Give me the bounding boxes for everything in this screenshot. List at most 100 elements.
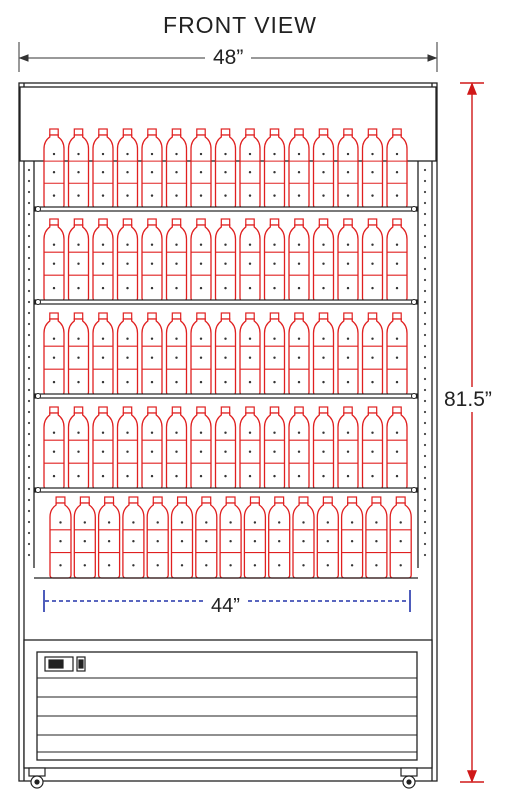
perforation-dot xyxy=(52,474,56,478)
perforation-dot xyxy=(423,476,427,480)
bottle-cap xyxy=(147,128,157,136)
bottle-cap xyxy=(73,128,84,136)
bottle-cap xyxy=(225,496,236,504)
bottle-cap xyxy=(245,312,255,320)
perforation-dot xyxy=(395,152,399,156)
bottle-row xyxy=(43,312,408,396)
perforation-dot xyxy=(156,521,159,524)
perforation-dot xyxy=(27,432,31,436)
perforation-dot xyxy=(126,356,129,359)
bottle xyxy=(263,312,286,396)
perforation-dot xyxy=(126,152,129,156)
bottle xyxy=(292,496,315,579)
perforation-dot xyxy=(273,286,276,290)
perforation-dot xyxy=(77,170,80,174)
bottle xyxy=(165,128,188,209)
perforation-dot xyxy=(423,234,427,238)
perforation-dot xyxy=(423,344,427,348)
perforation-dot xyxy=(27,443,31,447)
page-title: FRONT VIEW xyxy=(163,12,317,38)
shelf-bracket xyxy=(411,487,417,493)
perforation-dot xyxy=(83,521,87,524)
perforation-dot xyxy=(224,380,227,384)
perforation-dot xyxy=(101,152,105,156)
perforation-dot xyxy=(229,564,232,567)
perforation-dot xyxy=(248,152,252,156)
shelf-bracket xyxy=(411,299,417,305)
perforation-dot xyxy=(423,531,427,535)
perforation-dot xyxy=(101,337,105,340)
perforation-dot xyxy=(27,454,31,458)
perforation-dot xyxy=(27,498,31,502)
perforation-dot xyxy=(77,262,80,265)
bottle xyxy=(165,406,188,490)
bottle-cap xyxy=(128,496,139,504)
bottle xyxy=(92,218,114,302)
bottle xyxy=(214,406,237,490)
perforation-dot xyxy=(423,421,427,425)
perforation-dot xyxy=(322,356,325,359)
perforation-dot xyxy=(278,540,281,543)
bottle-cap xyxy=(79,496,90,504)
perforation-dot xyxy=(322,286,325,290)
perforation-dot xyxy=(101,380,105,384)
bottle-cap xyxy=(245,218,255,226)
perforation-dot xyxy=(27,531,31,535)
shelf-bracket xyxy=(411,206,417,212)
bottle xyxy=(43,128,65,209)
perforation-dot xyxy=(126,380,129,384)
bottle-cap xyxy=(318,218,329,226)
bottle-cap xyxy=(152,496,163,504)
bottle xyxy=(312,128,335,209)
perforation-dot xyxy=(273,243,276,246)
perforation-dot xyxy=(423,168,427,172)
perforation-dot xyxy=(101,450,105,453)
perforation-dot xyxy=(423,509,427,513)
perforation-dot xyxy=(126,170,129,174)
perforation-dot xyxy=(322,152,325,156)
perforation-dot xyxy=(175,337,178,340)
perforation-dot xyxy=(297,152,301,156)
perforation-dot xyxy=(423,498,427,502)
bottle-cap xyxy=(98,312,108,320)
perforation-dot xyxy=(52,356,56,359)
shelves xyxy=(34,206,418,579)
bottle-cap xyxy=(343,128,353,136)
bottle-cap xyxy=(104,496,115,504)
bottle xyxy=(361,312,384,396)
bottle xyxy=(43,312,65,396)
bottle xyxy=(122,496,145,579)
perforation-dot xyxy=(199,194,203,197)
perforation-dot xyxy=(395,356,399,359)
perforation-dot xyxy=(126,337,129,340)
perforation-dot xyxy=(273,356,276,359)
perforation-dot xyxy=(326,521,329,524)
perforation-dot xyxy=(107,540,111,543)
perforation-dot xyxy=(273,262,276,265)
bottle-cap xyxy=(347,496,358,504)
perforation-dot xyxy=(350,521,354,524)
bottle-cap xyxy=(147,312,157,320)
perforation-dot xyxy=(27,553,31,557)
bottle xyxy=(214,128,237,209)
perforation-dot xyxy=(302,521,305,524)
bottle-cap xyxy=(318,406,329,414)
perforation-dot xyxy=(248,337,252,340)
perforation-dot xyxy=(27,278,31,282)
perforation-dot xyxy=(371,450,374,453)
bottle-cap xyxy=(98,218,108,226)
perforation-dot xyxy=(423,300,427,304)
perforation-dot xyxy=(346,262,350,265)
bottle-row xyxy=(43,128,408,209)
perforation-dot xyxy=(101,194,105,197)
bottle-cap xyxy=(395,496,406,504)
bottle xyxy=(141,406,163,490)
perforation-dot xyxy=(371,356,374,359)
perforation-dot xyxy=(224,152,227,156)
bottle-cap xyxy=(367,218,378,226)
perforation-dot xyxy=(297,286,301,290)
perforation-dot xyxy=(423,322,427,326)
bottle xyxy=(43,218,65,302)
bottle-cap xyxy=(73,312,84,320)
perforation-dot xyxy=(253,540,257,543)
